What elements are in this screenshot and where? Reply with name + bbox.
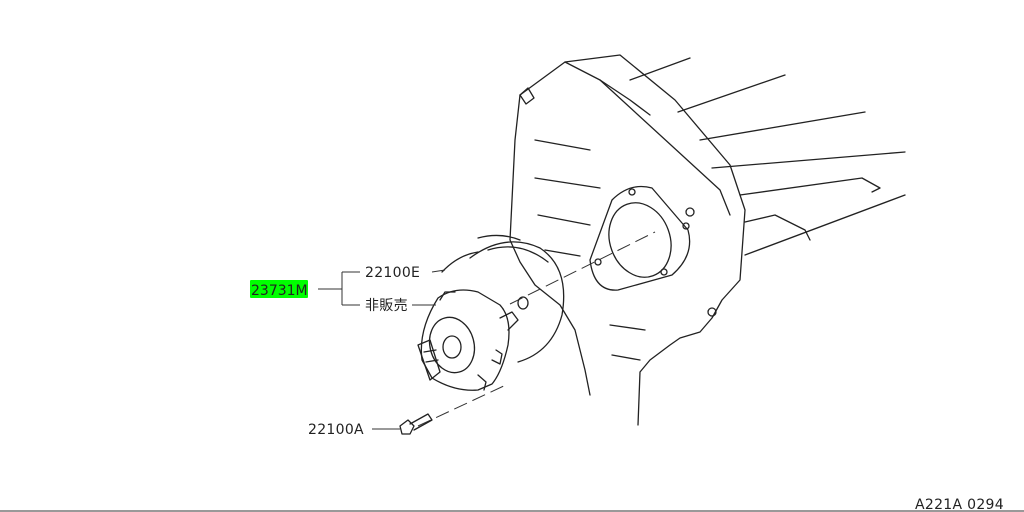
o-ring bbox=[517, 296, 529, 310]
main-part-code[interactable]: 23731M bbox=[251, 283, 308, 299]
engine-block-housing bbox=[509, 54, 906, 426]
distributor-unit bbox=[417, 289, 519, 391]
callout-lines bbox=[318, 269, 446, 430]
assembly-centerline bbox=[509, 231, 656, 305]
sub-part-code-upper[interactable]: 22100E bbox=[365, 265, 420, 281]
bolt-centerline bbox=[417, 383, 509, 427]
figure-id: A221A 0294 bbox=[915, 497, 1004, 512]
mounting-flange bbox=[589, 185, 691, 291]
timing-pulley bbox=[441, 234, 565, 363]
sub-part-not-for-sale: 非販売 bbox=[365, 298, 408, 314]
bolt-part-code[interactable]: 22100A bbox=[308, 422, 364, 438]
part-highlight bbox=[250, 280, 308, 298]
bolt-part bbox=[399, 413, 433, 435]
